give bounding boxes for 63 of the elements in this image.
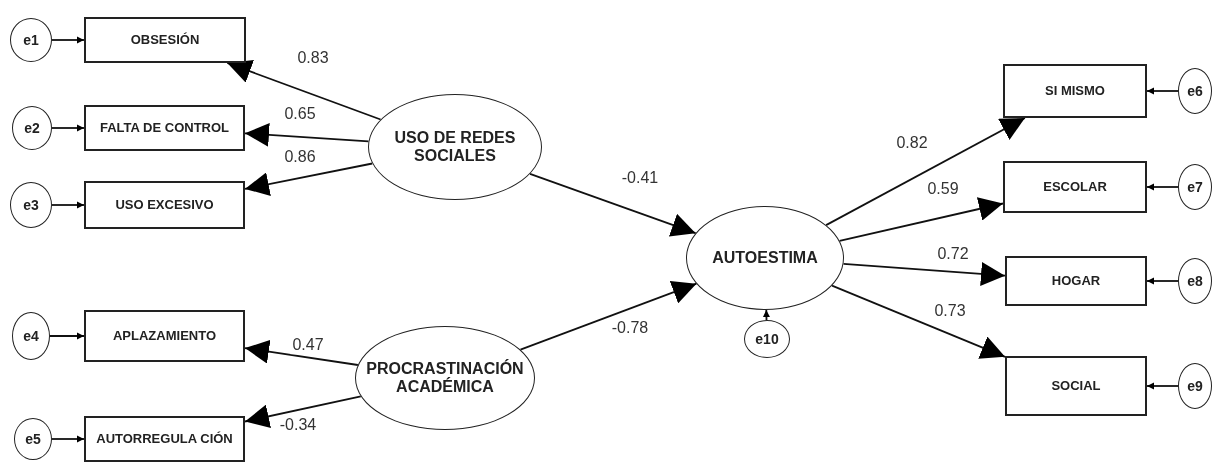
variable-name: e1 bbox=[23, 31, 39, 49]
variable-name: AUTORREGULA CIÓN bbox=[96, 431, 233, 447]
variable-name: e9 bbox=[1187, 377, 1203, 395]
error-term-circle bbox=[1178, 164, 1212, 210]
error-term-circle bbox=[12, 312, 50, 360]
path-arrow bbox=[1146, 87, 1179, 95]
path-arrow bbox=[529, 173, 697, 237]
variable-name: APLAZAMIENTO bbox=[112, 328, 216, 344]
error-term-circle bbox=[10, 182, 52, 228]
path-arrow bbox=[51, 201, 85, 209]
variable-name: e3 bbox=[23, 196, 39, 214]
path-arrow bbox=[51, 36, 85, 44]
path-arrow bbox=[519, 280, 698, 351]
variable-name: e7 bbox=[1187, 178, 1203, 196]
path-arrow bbox=[831, 284, 1006, 359]
variable-name: AUTOESTIMA bbox=[712, 248, 818, 268]
observed-variable-box bbox=[84, 416, 245, 462]
path-arrow bbox=[762, 309, 770, 321]
observed-variable-box bbox=[1005, 256, 1147, 306]
observed-variable-box bbox=[84, 181, 245, 229]
variable-name: e6 bbox=[1187, 82, 1203, 100]
variable-name: FALTA DE CONTROL bbox=[100, 120, 229, 136]
variable-name: USO DE REDES SOCIALES bbox=[393, 128, 517, 166]
variable-name: e10 bbox=[755, 330, 779, 348]
path-arrow bbox=[244, 122, 370, 147]
error-term-circle bbox=[744, 320, 790, 358]
variable-name: HOGAR bbox=[1051, 273, 1101, 289]
path-arrow bbox=[244, 162, 374, 196]
variable-name: USO EXCESIVO bbox=[115, 197, 214, 213]
variable-name: e8 bbox=[1187, 272, 1203, 290]
path-arrow bbox=[838, 197, 1004, 242]
path-arrow bbox=[244, 395, 362, 429]
path-arrow bbox=[51, 124, 85, 132]
path-arrow bbox=[1146, 277, 1179, 285]
variable-name: ESCOLAR bbox=[1043, 179, 1107, 195]
variable-name: SI MISMO bbox=[1045, 83, 1105, 99]
error-term-circle bbox=[1178, 363, 1212, 409]
variable-name: OBSESIÓN bbox=[130, 32, 200, 48]
observed-variable-box bbox=[84, 310, 245, 362]
observed-variable-box bbox=[1003, 64, 1147, 118]
path-arrow bbox=[51, 435, 85, 443]
error-term-circle bbox=[12, 106, 52, 150]
path-arrow bbox=[1146, 183, 1179, 191]
variable-name: e5 bbox=[25, 430, 41, 448]
observed-variable-box bbox=[84, 17, 246, 63]
path-arrow bbox=[1146, 382, 1179, 390]
variable-name: SOCIAL bbox=[1051, 378, 1101, 394]
observed-variable-box bbox=[84, 105, 245, 151]
error-term-circle bbox=[1178, 258, 1212, 304]
observed-variable-box bbox=[1005, 356, 1147, 416]
path-arrow bbox=[825, 117, 1026, 226]
error-term-circle bbox=[14, 418, 52, 460]
observed-variable-box bbox=[1003, 161, 1147, 213]
variable-name: e2 bbox=[24, 119, 40, 137]
error-term-circle bbox=[10, 18, 52, 62]
path-arrow bbox=[226, 60, 382, 121]
error-term-circle bbox=[1178, 68, 1212, 114]
path-coefficient: 0.47 bbox=[290, 336, 326, 354]
path-arrow bbox=[244, 339, 359, 366]
variable-name: e4 bbox=[23, 327, 39, 345]
path-arrow bbox=[842, 261, 1006, 286]
variable-name: PROCRASTINACIÓN ACADÉMICA bbox=[365, 359, 525, 397]
path-arrow bbox=[49, 332, 85, 340]
